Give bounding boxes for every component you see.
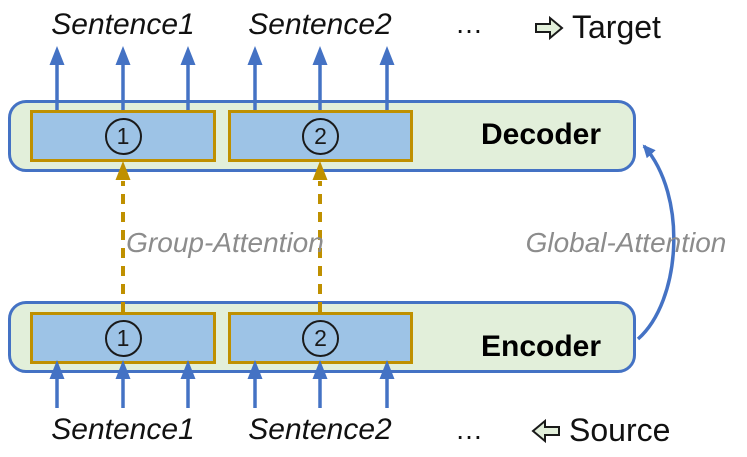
encoder-group-2: 2 [228,312,413,364]
decoder-group-2: 2 [228,110,413,162]
top-ellipsis: … [455,8,483,39]
encoder-label: Encoder [480,330,602,363]
source-arrow-icon [531,418,560,443]
group-1-badge: 1 [104,319,142,357]
target-group: Target [533,9,661,46]
target-arrow-icon [535,15,564,40]
group-1-badge: 1 [104,117,142,155]
group-attention-label: Group-Attention [126,227,324,258]
encoder-group-1: 1 [30,312,216,364]
decoder-label: Decoder [480,118,602,151]
target-label: Target [572,9,661,45]
decoder-group-1: 1 [30,110,216,162]
group-2-number: 2 [314,324,327,351]
source-group: Source [530,412,670,449]
top-sentence2-label: Sentence2 [248,8,392,41]
group-2-number: 2 [314,122,327,149]
source-label: Source [569,412,671,448]
bottom-ellipsis: … [455,414,483,445]
bottom-sentence1-label: Sentence1 [51,413,195,446]
group-1-number: 1 [116,122,130,149]
top-sentence1-label: Sentence1 [51,8,195,41]
group-1-number: 1 [116,324,130,351]
group-2-badge: 2 [302,319,339,357]
global-attention-label: Global-Attention [525,227,727,258]
bottom-sentence2-label: Sentence2 [248,413,392,446]
group-2-badge: 2 [302,117,339,155]
